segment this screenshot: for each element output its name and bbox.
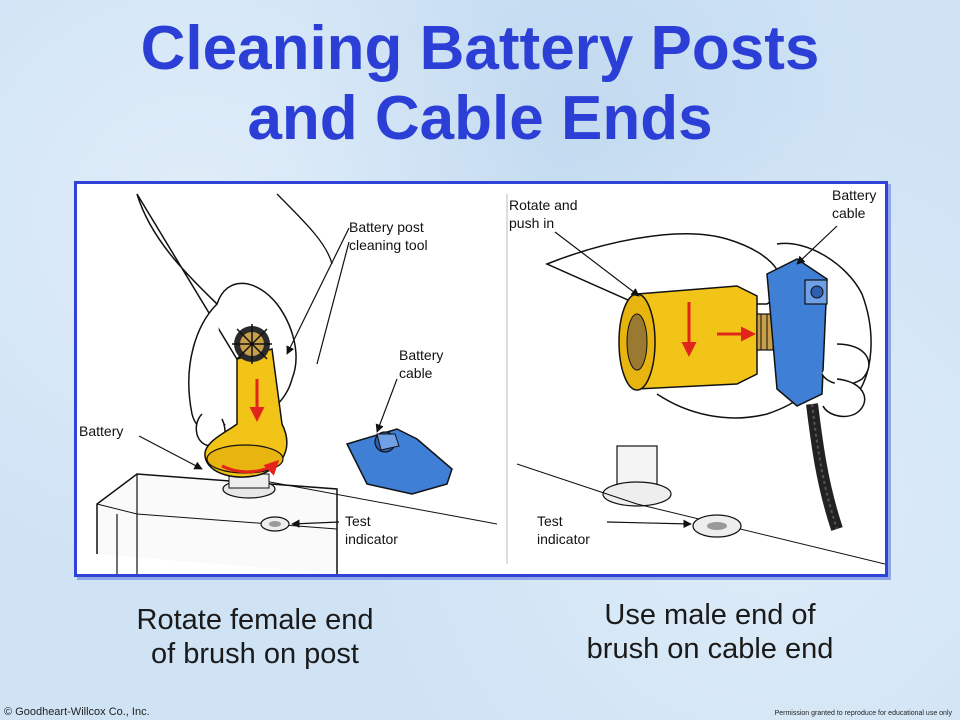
- caption-left-line-1: Rotate female end: [136, 604, 374, 636]
- brush-bristles: [232, 324, 272, 364]
- brush-tool-male: [618, 285, 780, 391]
- battery-cable: [806, 403, 843, 531]
- right-scene: Rotate and push in Battery cable Test in…: [509, 187, 885, 565]
- left-scene: Battery post cleaning tool Battery cable…: [79, 193, 498, 574]
- label-cable-right-2: cable: [832, 205, 866, 221]
- label-test-right-1: Test: [537, 513, 563, 529]
- page-title: Cleaning Battery Posts and Cable Ends: [0, 14, 960, 154]
- label-cable-left-2: cable: [399, 365, 433, 381]
- label-rotate-1: Rotate and: [509, 197, 578, 213]
- label-rotate-2: push in: [509, 215, 554, 231]
- caption-left-line-2: of brush on post: [151, 638, 359, 670]
- label-battery: Battery: [79, 423, 123, 439]
- label-cable-right-1: Battery: [832, 187, 876, 203]
- illustration-panel: Battery post cleaning tool Battery cable…: [74, 181, 888, 577]
- label-test-right-2: indicator: [537, 531, 590, 547]
- permission-notice: Permission granted to reproduce for educ…: [774, 710, 952, 717]
- label-cable-left-1: Battery: [399, 347, 443, 363]
- title-line-1: Cleaning Battery Posts: [140, 14, 820, 83]
- label-tool-1: Battery post: [349, 219, 424, 235]
- battery-cable-clamp-right: [766, 258, 828, 407]
- rotate-arrow: [221, 459, 280, 476]
- label-tool-2: cleaning tool: [349, 237, 428, 253]
- caption-right: Use male end of brush on cable end: [540, 598, 880, 666]
- battery-cleaning-illustration: Battery post cleaning tool Battery cable…: [79, 187, 885, 574]
- copyright-notice: © Goodheart-Willcox Co., Inc.: [4, 706, 150, 718]
- caption-right-line-2: brush on cable end: [586, 633, 834, 665]
- brush-tool-female: [204, 348, 288, 478]
- battery-cable-clamp-left: [345, 428, 453, 495]
- label-test-left-2: indicator: [345, 531, 398, 547]
- caption-right-line-1: Use male end of: [604, 599, 816, 631]
- title-line-2: and Cable Ends: [247, 84, 713, 153]
- label-test-left-1: Test: [345, 513, 371, 529]
- caption-left: Rotate female end of brush on post: [90, 603, 420, 671]
